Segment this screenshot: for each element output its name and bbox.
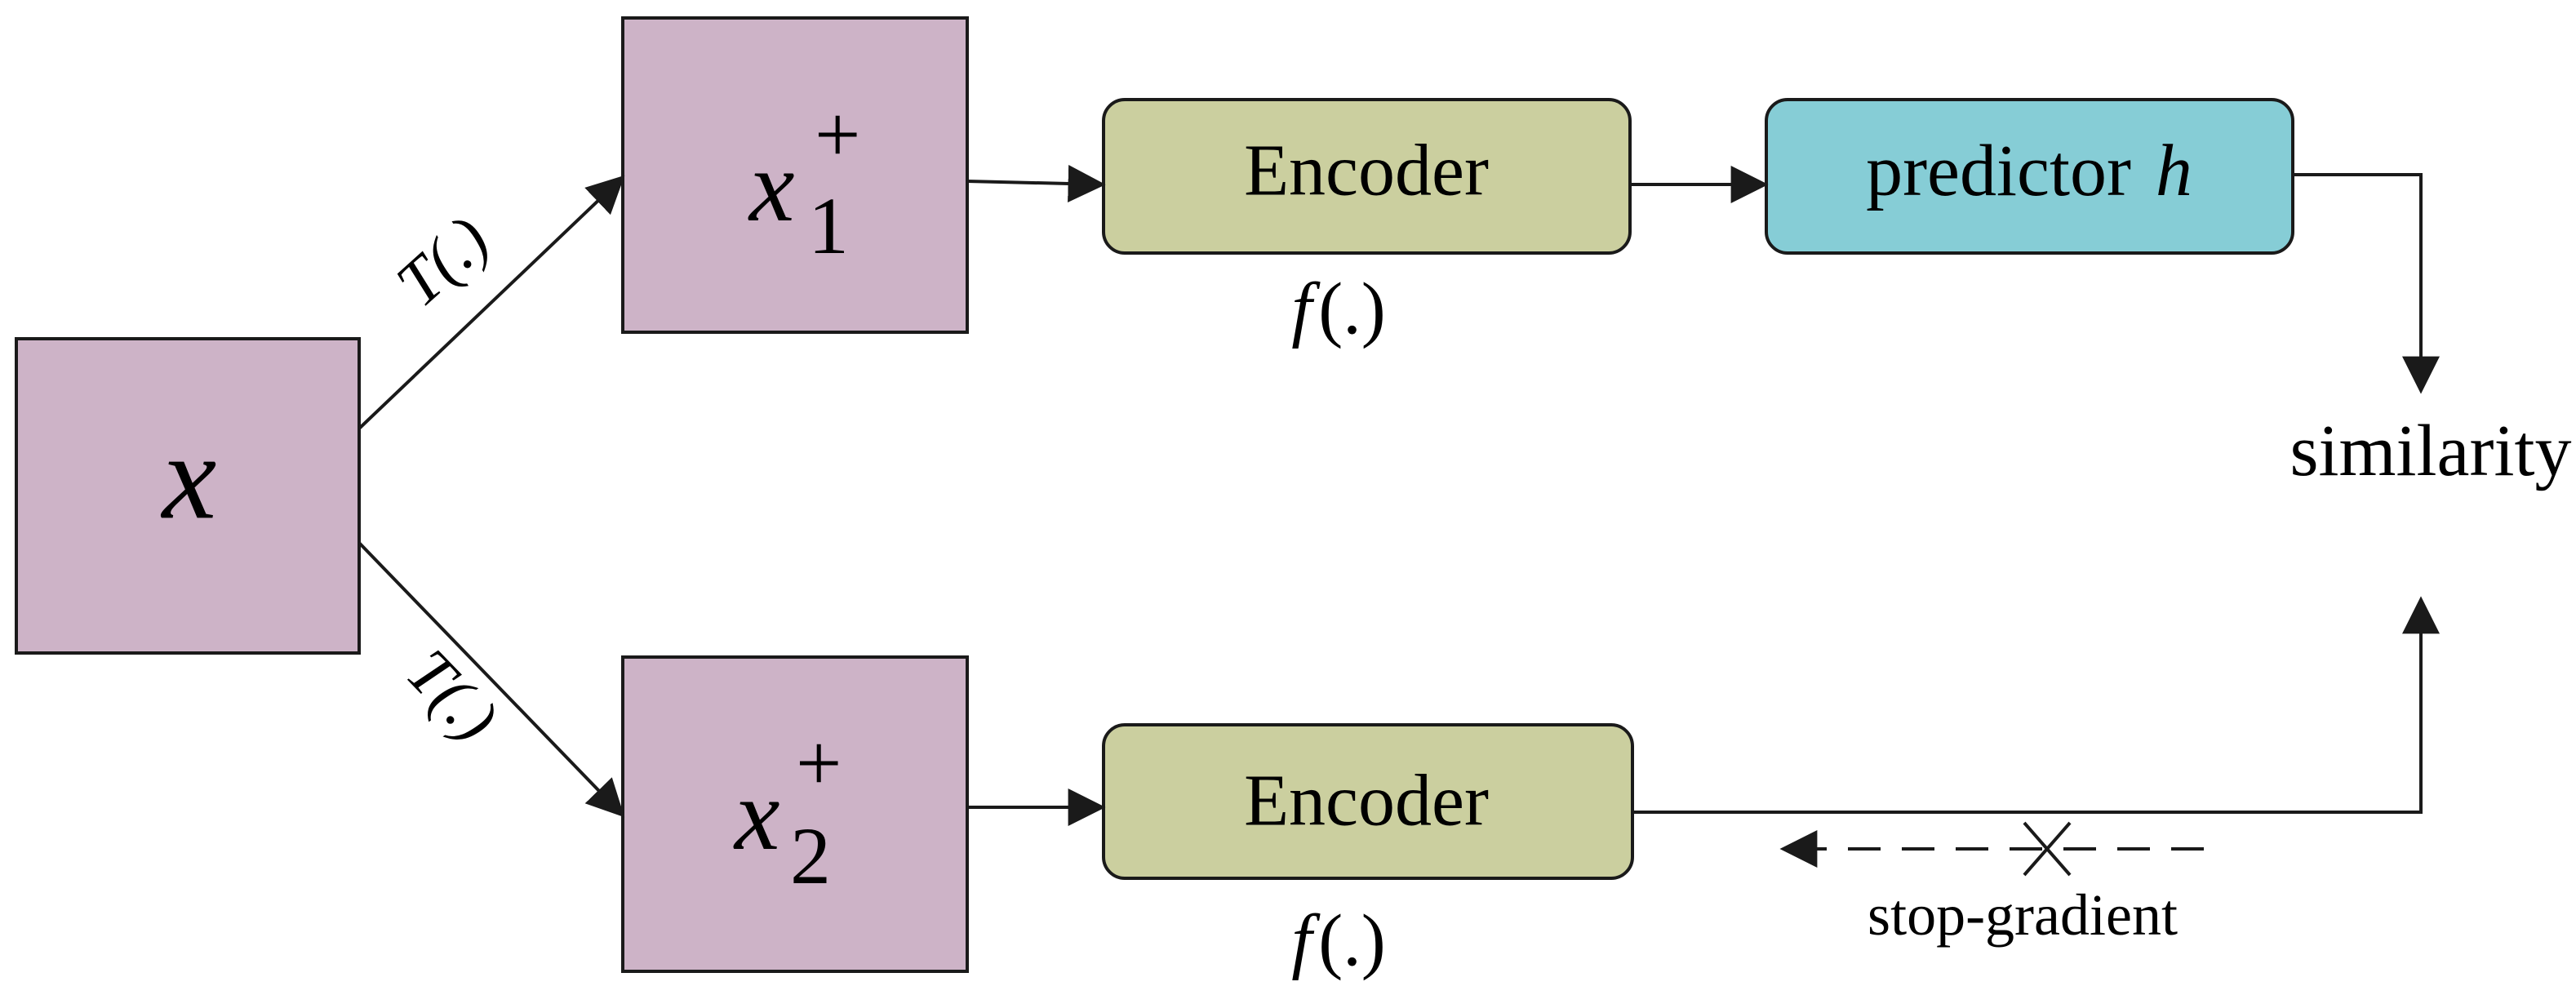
x1-base: x (748, 131, 794, 243)
augmented-view-2-box (621, 655, 969, 973)
edge-x-to-x1: T(.) (358, 175, 625, 430)
input-x-label: x (161, 409, 217, 544)
augmented-view-1-label: x (748, 131, 794, 243)
x1-subscript: 1 (808, 180, 849, 271)
stop-gradient-label: stop-gradient (1868, 882, 2178, 948)
similarity-label: similarity (2290, 411, 2572, 491)
edge-x-to-x2: T(.) (358, 541, 625, 818)
encoder-bottom-node: Encoder f(.) (1102, 723, 1634, 981)
encoder-top-label: Encoder (1244, 131, 1489, 211)
edge-x1-to-encoder-top (966, 165, 1106, 202)
augmented-view-1-node: x + 1 (621, 16, 969, 334)
encoder-top-caption: f(.) (1291, 269, 1385, 349)
stop-gradient-cross-icon (2023, 821, 2072, 877)
encoder-bottom-label: Encoder (1244, 761, 1489, 842)
x2-superscript: + (796, 717, 842, 808)
edge-predictor-to-similarity (2293, 173, 2440, 394)
x2-base: x (733, 759, 779, 872)
input-x-node: x (15, 337, 361, 655)
encoder-top-node: Encoder f(.) (1102, 98, 1632, 349)
x2-subscript: 2 (790, 811, 831, 901)
augmented-view-2-label: x (733, 759, 779, 872)
transform-bottom-label: T(.) (393, 636, 511, 755)
augmented-view-2-node: x + 2 (621, 655, 969, 973)
transform-top-label: T(.) (383, 203, 502, 321)
edge-encoder-bottom-to-similarity (1632, 596, 2440, 814)
encoder-bottom-caption: f(.) (1291, 900, 1385, 981)
input-x-box (15, 337, 361, 655)
augmented-view-1-box (621, 16, 969, 334)
stop-gradient-indicator: stop-gradient (1779, 821, 2204, 948)
x1-superscript: + (815, 89, 860, 180)
